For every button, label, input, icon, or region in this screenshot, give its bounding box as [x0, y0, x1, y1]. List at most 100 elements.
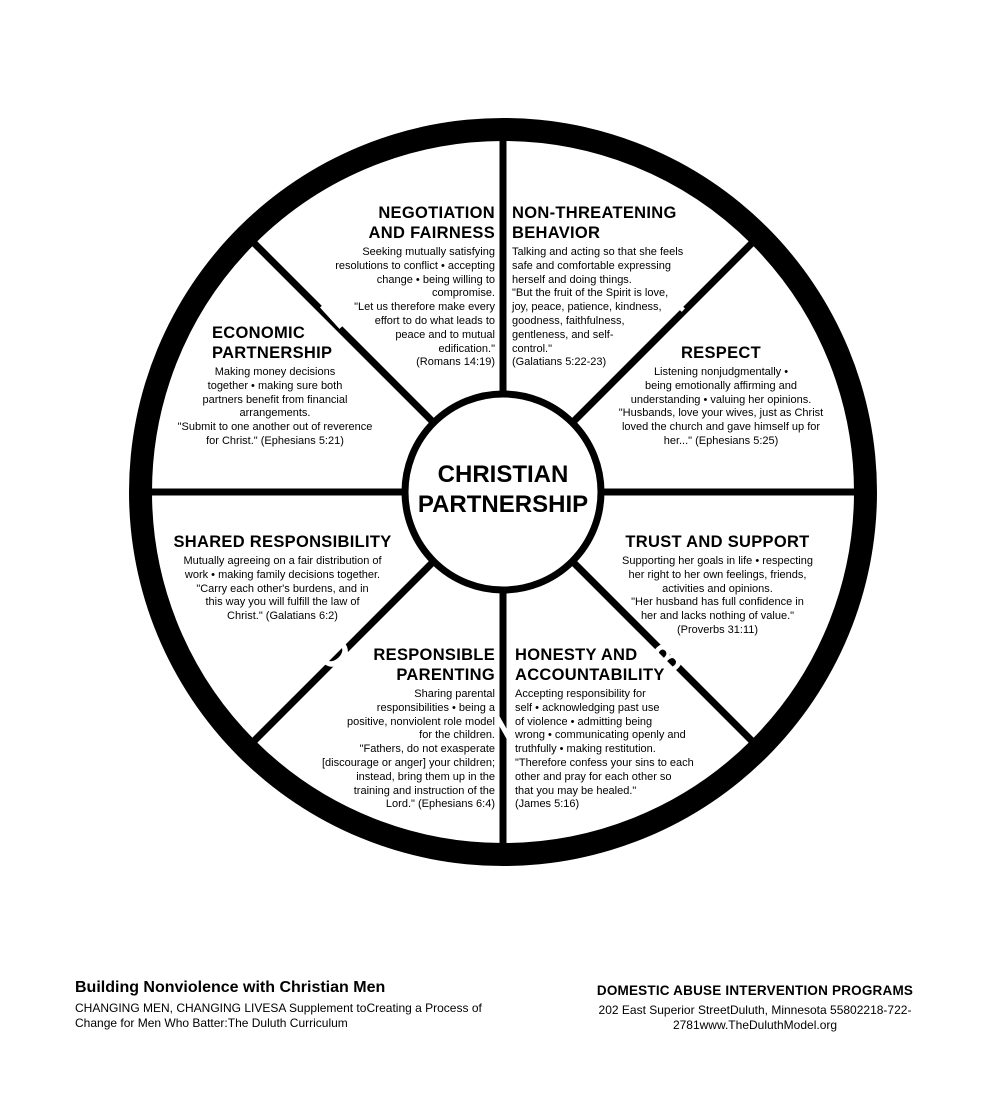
text-line: (Proverbs 31:11)	[676, 623, 759, 636]
text-line: 218-722-2781	[672, 1003, 912, 1032]
text-line: Duluth, Minnesota 55802	[729, 1003, 864, 1017]
text-line: "Carry each other's burdens, and in	[196, 582, 369, 595]
text-line: Christ." (Galatians 6:2)	[227, 610, 338, 623]
footer-publication-info: Building Nonviolence with Christian Men …	[75, 978, 495, 1031]
text-line: of violence • admitting being	[515, 715, 653, 728]
text-line: Making money decisions	[214, 366, 336, 378]
text-line: Sharing parental	[414, 688, 495, 700]
text-line: joy, peace, patience, kindness,	[512, 301, 662, 314]
segment-title: HONESTY AND ACCOUNTABILITY	[515, 646, 665, 684]
text-line: Accepting responsibility for	[515, 688, 646, 700]
text-line: positive, nonviolent role model	[347, 715, 495, 728]
spoke-top-left	[248, 237, 442, 431]
text-line: "Fathers, do not exasperate	[359, 743, 495, 756]
footer-address-lines: 202 East Superior StreetDuluth, Minnesot…	[575, 1003, 935, 1033]
segment-text: Supporting her goals in life • respectin…	[600, 555, 835, 638]
footer-org-name: DOMESTIC ABUSE INTERVENTION PROGRAMS	[596, 983, 914, 998]
text-line: her..." (Ephesians 5:25)	[663, 434, 779, 447]
text-line: The Duluth Curriculum	[227, 1016, 348, 1030]
hub-ring	[401, 390, 605, 594]
hub-title-line2: PARTNERSHIP	[418, 491, 588, 518]
text-line: Listening nonjudgmentally •	[653, 366, 789, 378]
text-line: (Galatians 5:22-23)	[512, 356, 607, 369]
text-line: Seeking mutually satisfying	[362, 246, 495, 258]
text-line: "But the fruit of the Spirit is love,	[512, 287, 669, 300]
text-line: for the children.	[419, 729, 495, 742]
text-line: A Supplement to	[278, 1001, 367, 1015]
segment-text: Listening nonjudgmentally •being emotion…	[596, 366, 846, 449]
text-line: self • acknowledging past use	[515, 701, 660, 714]
power-wheel-diagram: CHRISTIAN PARTNERSHIP LOVE IS PATIENT LO…	[129, 118, 877, 866]
text-line: "Her husband has full confidence in	[631, 596, 804, 609]
text-line: Talking and acting so that she feels	[512, 246, 684, 258]
text-line: resolutions to conflict • accepting	[335, 259, 495, 272]
hub-title-line1: CHRISTIAN	[438, 461, 569, 488]
segment-non-threatening-behavior: NON-THREATENING BEHAVIOR Talking and act…	[512, 203, 717, 370]
segment-title: NEGOTIATION AND FAIRNESS	[368, 204, 495, 242]
text-line: her right to her own feelings, friends,	[628, 568, 807, 581]
text-line: "Husbands, love your wives, just as Chri…	[618, 407, 824, 420]
text-line: edification."	[438, 342, 496, 355]
text-line: compromise.	[432, 287, 495, 300]
spoke-bottom-left	[248, 553, 442, 747]
segment-title: ECONOMIC PARTNERSHIP	[212, 324, 333, 362]
text-line: this way you will fulfill the law of	[205, 596, 360, 609]
segment-economic-partnership: ECONOMIC PARTNERSHIP Making money decisi…	[160, 323, 400, 449]
text-line: "Submit to one another out of reverence	[177, 421, 373, 434]
text-line: (Romans 14:19)	[416, 356, 495, 369]
text-line: truthfully • making restitution.	[515, 743, 656, 756]
text-line: together • making sure both	[207, 379, 343, 392]
text-line: change • being willing to	[376, 273, 495, 286]
text-line: www.TheDuluthModel.org	[699, 1018, 838, 1032]
text-line: other and pray for each other so	[515, 770, 672, 783]
text-line: partners benefit from financial	[202, 393, 348, 406]
segment-title: RESPECT	[680, 344, 762, 362]
text-line: activities and opinions.	[662, 582, 773, 595]
text-line: [discourage or anger] your children;	[321, 756, 495, 769]
segment-text: Mutually agreeing on a fair distribution…	[160, 555, 405, 624]
segment-trust-and-support: TRUST AND SUPPORT Supporting her goals i…	[600, 532, 835, 638]
text-line: "Let us therefore make every	[354, 301, 495, 314]
text-line: her and lacks nothing of value."	[640, 610, 795, 623]
footer-title: Building Nonviolence with Christian Men	[75, 979, 386, 996]
text-line: Mutually agreeing on a fair distribution…	[183, 555, 382, 567]
wheel-inner-edge	[150, 139, 856, 845]
text-line: responsibilities • being a	[376, 701, 495, 714]
text-line: gentleness, and self-	[512, 328, 614, 341]
segment-title: NON-THREATENING BEHAVIOR	[512, 204, 677, 242]
text-line: control."	[512, 342, 552, 355]
text-line: arrangements.	[239, 407, 311, 420]
text-line: Lord." (Ephesians 6:4)	[385, 798, 495, 811]
text-line: work • making family decisions together.	[184, 568, 381, 581]
text-line: (James 5:16)	[515, 798, 580, 811]
text-line: understanding • valuing her opinions.	[630, 393, 812, 406]
segment-title: TRUST AND SUPPORT	[625, 533, 810, 551]
text-line: safe and comfortable expressing	[512, 259, 671, 272]
text-line: Creating a Process of Change for Men Who…	[75, 1001, 482, 1030]
text-line: effort to do what leads to	[374, 314, 495, 327]
spoke-top-right	[564, 237, 758, 431]
footer-organization-info: DOMESTIC ABUSE INTERVENTION PROGRAMS 202…	[575, 982, 935, 1033]
text-line: being emotionally affirming and	[644, 379, 798, 392]
spoke-bottom-right	[564, 553, 758, 747]
text-line: "Therefore confess your sins to each	[515, 756, 694, 769]
text-line: training and instruction of the	[353, 784, 495, 797]
spokes	[147, 136, 859, 848]
text-line: goodness, faithfulness,	[512, 314, 625, 327]
text-line: 202 East Superior Street	[598, 1003, 730, 1017]
segment-respect: RESPECT Listening nonjudgmentally •being…	[596, 343, 846, 449]
segment-honesty-and-accountability: HONESTY AND ACCOUNTABILITY Accepting res…	[515, 645, 720, 812]
segment-title: SHARED RESPONSIBILITY	[173, 533, 392, 551]
text-line: for Christ." (Ephesians 5:21)	[206, 434, 344, 447]
footer-lines: CHANGING MEN, CHANGING LIVESA Supplement…	[75, 1001, 495, 1031]
text-line: CHANGING MEN, CHANGING LIVES	[75, 1001, 279, 1015]
text-line: wrong • communicating openly and	[515, 729, 686, 742]
text-line: instead, bring them up in the	[356, 770, 495, 783]
text-line: herself and doing things.	[512, 273, 632, 286]
text-line: Supporting her goals in life • respectin…	[622, 555, 813, 567]
